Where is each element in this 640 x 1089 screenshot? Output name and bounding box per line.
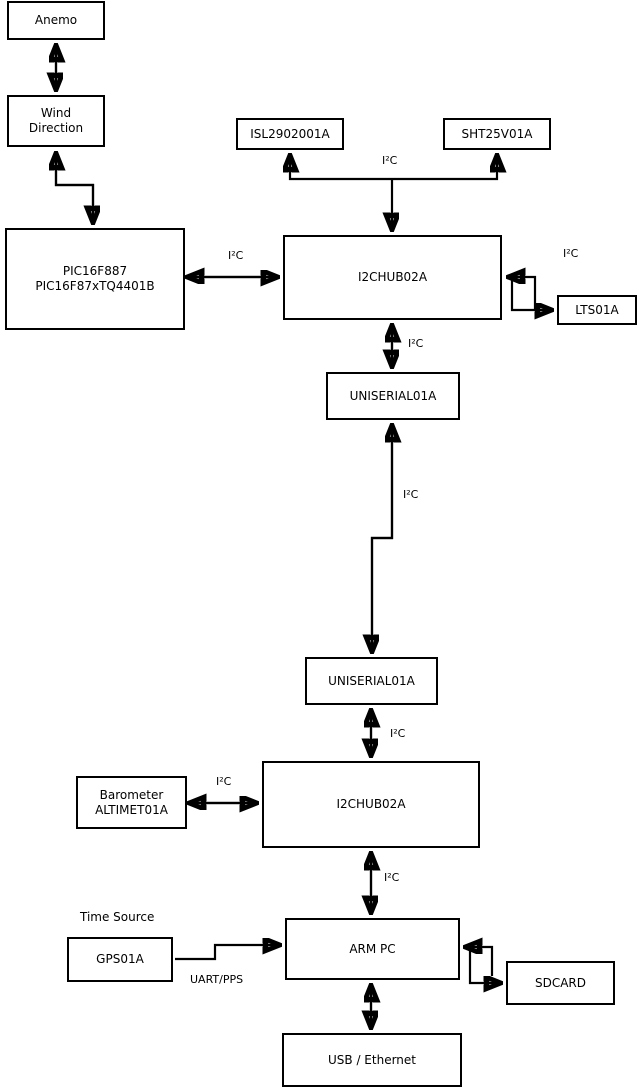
wire-pic-winddir-up xyxy=(56,154,95,222)
node-sdcard[interactable]: SDCARD xyxy=(506,961,615,1005)
wire-uniserial-link-up xyxy=(370,426,392,651)
label-time-source: Time Source xyxy=(80,910,155,924)
node-usb-ethernet[interactable]: USB / Ethernet xyxy=(282,1033,462,1087)
wire-sensorbus-sht xyxy=(392,156,497,181)
node-isl2902001a[interactable]: ISL2902001A xyxy=(236,118,344,150)
wire-winddir-pic-down xyxy=(54,154,93,222)
node-wind-direction[interactable]: Wind Direction xyxy=(7,95,105,147)
edge-label-uart-pps: UART/PPS xyxy=(190,973,244,986)
wire-uniserial-link-down xyxy=(372,426,394,651)
node-i2chub02a-bottom[interactable]: I2CHUB02A xyxy=(262,761,480,848)
edge-label-i2c-sensor-bus: I²C xyxy=(382,154,398,167)
edge-label-i2c-pic-hub: I²C xyxy=(228,249,244,262)
node-uniserial01a-lower[interactable]: UNISERIAL01A xyxy=(305,657,438,705)
edge-label-i2c-barometer: I²C xyxy=(216,775,232,788)
node-pic-microcontroller[interactable]: PIC16F887 PIC16F87xTQ4401B xyxy=(5,228,185,330)
edge-label-i2c-hub-uniserial: I²C xyxy=(408,337,424,350)
node-lts01a[interactable]: LTS01A xyxy=(557,295,637,325)
node-gps01a[interactable]: GPS01A xyxy=(67,937,173,982)
wire-armpc-sdcard-out xyxy=(468,947,500,983)
edge-label-i2c-uniserial-hub2: I²C xyxy=(390,727,406,740)
node-arm-pc[interactable]: ARM PC xyxy=(285,918,460,980)
wire-lts-hub-in xyxy=(509,277,537,310)
wire-sensorbus-isl xyxy=(290,156,392,181)
edge-label-i2c-hub2-armpc: I²C xyxy=(384,871,400,884)
node-sht25v01a[interactable]: SHT25V01A xyxy=(443,118,551,150)
edge-label-i2c-lts: I²C xyxy=(563,247,579,260)
wire-gps-armpc xyxy=(175,945,279,961)
node-i2chub02a-top[interactable]: I2CHUB02A xyxy=(283,235,502,320)
edge-label-i2c-uniserial-link: I²C xyxy=(403,488,419,501)
wire-sdcard-armpc-in xyxy=(466,947,494,976)
wire-hub-lts-out xyxy=(510,277,551,310)
node-anemo[interactable]: Anemo xyxy=(7,1,105,40)
node-barometer-altimet01a[interactable]: Barometer ALTIMET01A xyxy=(76,776,187,829)
node-uniserial01a-upper[interactable]: UNISERIAL01A xyxy=(326,372,460,420)
